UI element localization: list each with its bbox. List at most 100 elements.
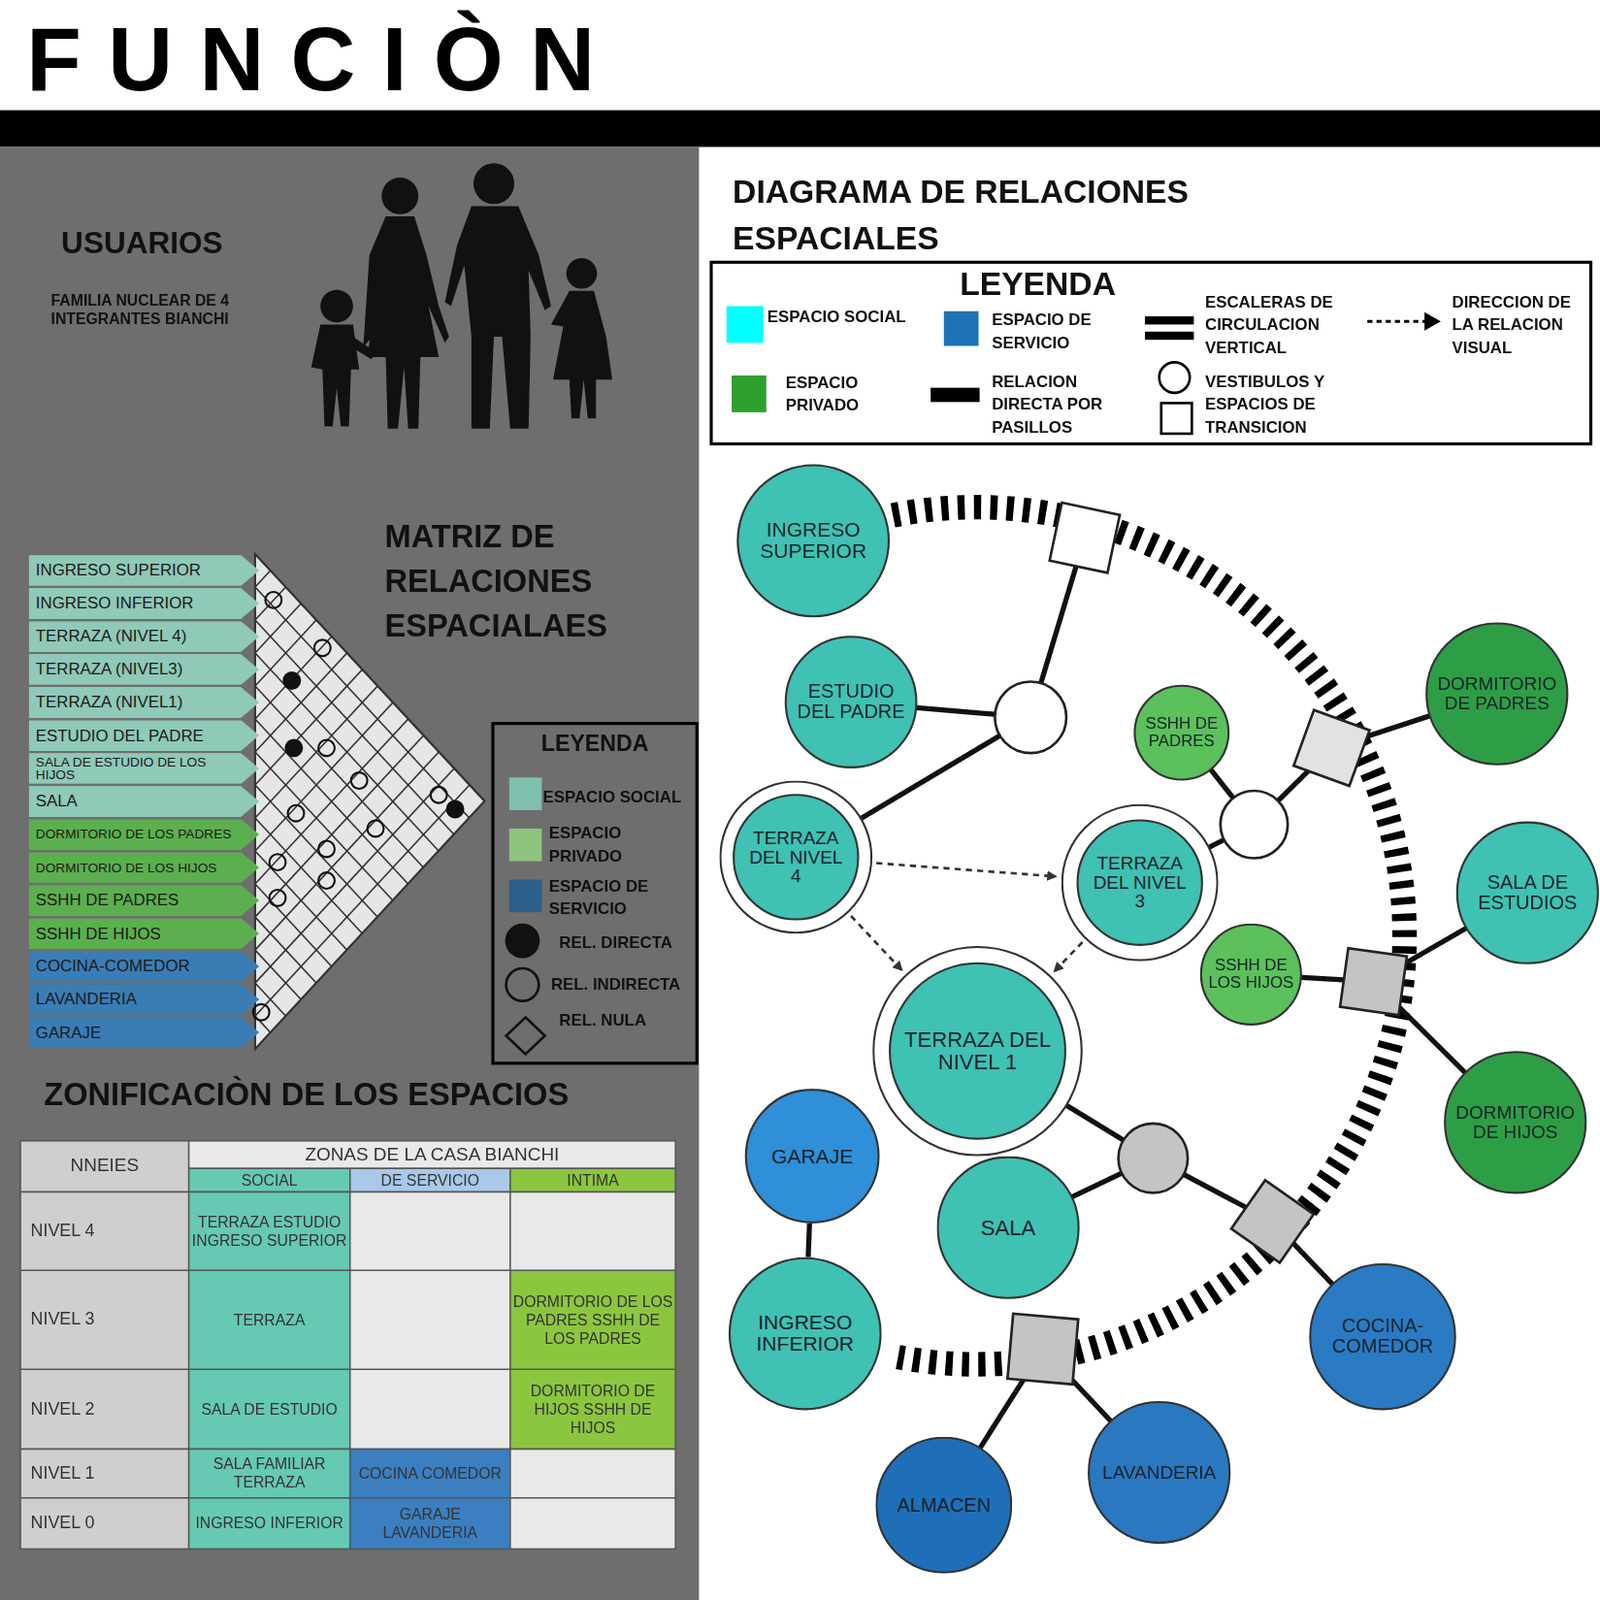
terrace-circle: TERRAZA DEL NIVEL 1 [872, 946, 1083, 1157]
family-silhouette [311, 163, 613, 428]
grid-line [255, 257, 715, 752]
legend-text: ESPACIO SOCIAL [542, 785, 696, 809]
family-silhouette [445, 205, 552, 428]
matrix-row-band: TERRAZA (NIVEL3) [28, 653, 260, 686]
table-cell: TERRAZA [189, 1270, 351, 1370]
legend-text: ESPACIO DE SERVICIO [549, 875, 662, 919]
matrix-marks [318, 739, 335, 756]
grid-line [255, 158, 715, 654]
zoning-table [188, 1141, 191, 1550]
visual-arrow-symbol [1424, 312, 1441, 331]
legend-text: ESPACIO PRIVADO [785, 371, 899, 418]
matrix-marks [447, 801, 464, 818]
bubble-label: SSHH DE LOS HIJOS [1208, 957, 1295, 992]
zoning-table [350, 1448, 511, 1549]
table-cell: INGRESO INFERIOR [189, 1498, 351, 1550]
table-cell: ZONAS DE LA CASA BIANCHI [189, 1141, 677, 1169]
legend-box [711, 261, 1592, 444]
zoning-table [20, 1141, 676, 1550]
legend-text: REL. NULA [558, 1009, 692, 1032]
family-silhouette [320, 290, 354, 324]
zoning-table [189, 1167, 677, 1170]
legend-text: ESPACIO SOCIAL [767, 305, 931, 329]
bubble-label: ALMACEN [885, 1495, 1003, 1516]
legend-swatch [509, 828, 543, 862]
vestibules [1118, 1123, 1189, 1194]
grid-line [255, 488, 715, 983]
space-bubble: DORMITORIO DE PADRES [1425, 622, 1568, 766]
matrix-marks [318, 872, 335, 889]
space-bubble: LAVANDERIA [1087, 1401, 1231, 1544]
legend-box [492, 723, 697, 1064]
vestibules [1220, 790, 1288, 858]
bubble-label: SALA [946, 1216, 1069, 1240]
table-cell: NNEIES [20, 1141, 190, 1193]
bubble-label: SSHH DE PADRES [1141, 715, 1223, 750]
visual-relation-arrow [850, 915, 902, 971]
space-bubble: ESTUDIO DEL PADRE [784, 635, 918, 769]
band-label: COCINA-COMEDOR [35, 958, 191, 976]
grid-line [255, 422, 715, 917]
zoning-table [20, 1369, 676, 1372]
heading-label: DIAGRAMA DE RELACIONES ESPACIALES [732, 169, 1264, 262]
zoning-table [350, 1168, 511, 1192]
band-label: SSHH DE PADRES [35, 892, 179, 910]
grid-line [255, 587, 715, 1082]
grid-line [255, 653, 715, 1148]
visual-relation-arrow [1054, 942, 1083, 972]
grid-line [255, 323, 715, 818]
bubble-label: TERRAZA DEL NIVEL 4 [742, 828, 849, 887]
zoning-table [20, 1141, 676, 1550]
bubble-label: ESTUDIO DEL PADRE [794, 682, 909, 723]
matrix-marks [367, 820, 385, 838]
bubble-label: TERRAZA DEL NIVEL 3 [1085, 853, 1193, 913]
space-bubble: ALMACEN [875, 1436, 1013, 1574]
band-label: INGRESO INFERIOR [35, 595, 195, 613]
grid-line [255, 92, 715, 588]
legend-swatch [726, 305, 764, 343]
zoning-table [20, 1141, 676, 1550]
stair-arc [892, 507, 1405, 1365]
legend-swatch [509, 777, 543, 811]
table-cell: NIVEL 2 [28, 1369, 189, 1449]
table-cell: NIVEL 3 [28, 1270, 189, 1370]
matrix-marks [269, 853, 287, 871]
heading-label: MATRIZ DE RELACIONES ESPACIALAES [384, 514, 650, 650]
grid-line [255, 718, 715, 1214]
grid-line [255, 620, 715, 1115]
matrix-row-band: SSHH DE PADRES [28, 884, 260, 916]
table-cell: COCINA COMEDOR [350, 1448, 511, 1498]
bubble-label: DORMITORIO DE PADRES [1436, 674, 1558, 714]
heading-label: USUARIOS [61, 224, 306, 262]
matrix-row-band: DORMITORIO DE LOS PADRES [28, 818, 260, 850]
family-silhouette [362, 216, 449, 429]
matrix-marks [318, 841, 335, 858]
zoning-table [20, 1270, 676, 1273]
table-cell: NIVEL 0 [28, 1498, 189, 1550]
zoning-table [20, 1191, 676, 1194]
heading-label: FAMILIA NUCLEAR DE 4 INTEGRANTES BIANCHI [51, 292, 271, 329]
matrix-row-band: LAVANDERIA [28, 983, 260, 1015]
stair-symbol [1144, 316, 1194, 325]
zoning-table [20, 1448, 676, 1451]
band-label: LAVANDERIA [35, 991, 137, 1009]
table-cell: SALA DE ESTUDIO [189, 1369, 351, 1449]
matrix-row-band: INGRESO SUPERIOR [28, 555, 260, 587]
zoning-table [20, 1497, 676, 1500]
grid-line [255, 356, 715, 851]
grey-panel [0, 146, 699, 1600]
space-bubble: GARAJE [745, 1088, 881, 1224]
band-label: SALA [35, 793, 78, 811]
space-bubble: INGRESO SUPERIOR [736, 464, 890, 619]
family-silhouette [566, 258, 598, 290]
table-cell: DORMITORIO DE LOS PADRES SSHH DE LOS PAD… [510, 1270, 676, 1370]
matrix-marks [351, 772, 368, 789]
bubble-label: DORMITORIO DE HIJOS [1454, 1103, 1576, 1143]
legend-swatch [944, 311, 980, 347]
matrix-row-band: TERRAZA (NIVEL 4) [28, 620, 260, 653]
matrix-marks [314, 639, 331, 656]
bubble-label: COCINA-COMEDOR [1320, 1316, 1445, 1358]
zoning-table [510, 1168, 676, 1192]
zoning-table [20, 1141, 676, 1550]
